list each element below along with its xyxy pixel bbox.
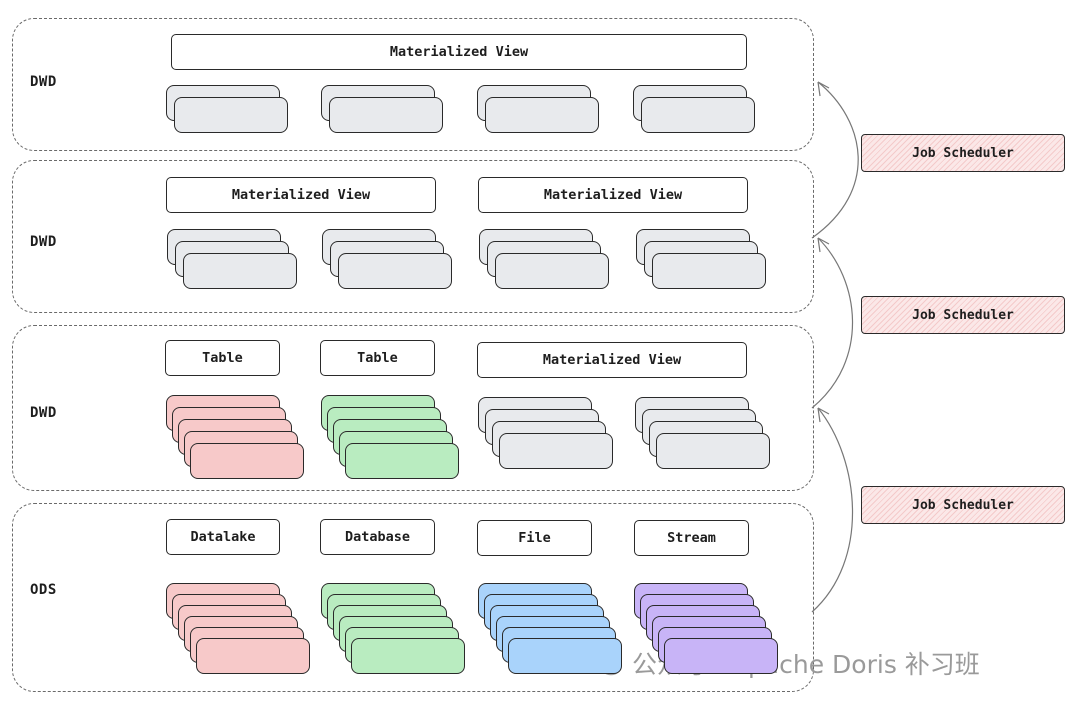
source-label-datalake: Datalake xyxy=(166,519,280,555)
materialized-view-label: Materialized View xyxy=(166,177,436,213)
watermark: 公众号 · Apache Doris 补习班 xyxy=(586,644,980,682)
stack-card xyxy=(499,433,613,469)
layer-dwd-top xyxy=(12,18,814,151)
materialized-view-label: Materialized View xyxy=(171,34,747,70)
stack-card xyxy=(656,433,770,469)
source-label-database: Database xyxy=(320,519,435,555)
arrow-head xyxy=(817,237,830,253)
layer-dwd-bottom xyxy=(12,325,814,491)
materialized-view-label: Materialized View xyxy=(478,177,748,213)
stack-card xyxy=(508,638,622,674)
arrow-curve xyxy=(811,237,854,409)
source-label-file: File xyxy=(477,520,592,556)
stack-card xyxy=(345,443,459,479)
stack-card xyxy=(485,97,599,133)
table-label: Table xyxy=(165,340,280,376)
layer-ods xyxy=(12,503,814,692)
arrow-head xyxy=(817,407,830,423)
stack-card xyxy=(641,97,755,133)
arrow-curve xyxy=(811,407,854,613)
job-scheduler-top: Job Scheduler xyxy=(861,134,1065,172)
layer-label-dwd-top: DWD xyxy=(30,74,57,90)
source-label-stream: Stream xyxy=(634,520,749,556)
stack-card xyxy=(196,638,310,674)
job-scheduler-bottom: Job Scheduler xyxy=(861,486,1065,524)
stack-card xyxy=(338,253,452,289)
layer-label-dwd-middle: DWD xyxy=(30,234,57,250)
stack-card xyxy=(351,638,465,674)
layer-label-dwd-bottom: DWD xyxy=(30,405,57,421)
materialized-view-label: Materialized View xyxy=(477,342,747,378)
stack-card xyxy=(495,253,609,289)
stack-card xyxy=(174,97,288,133)
layer-label-ods: ODS xyxy=(30,582,57,598)
stack-card xyxy=(329,97,443,133)
stack-card xyxy=(190,443,304,479)
job-scheduler-middle: Job Scheduler xyxy=(861,296,1065,334)
stack-card xyxy=(664,638,778,674)
stack-card xyxy=(652,253,766,289)
stack-card xyxy=(183,253,297,289)
table-label: Table xyxy=(320,340,435,376)
arrow-curve xyxy=(811,81,859,239)
arrow-head xyxy=(817,81,830,97)
